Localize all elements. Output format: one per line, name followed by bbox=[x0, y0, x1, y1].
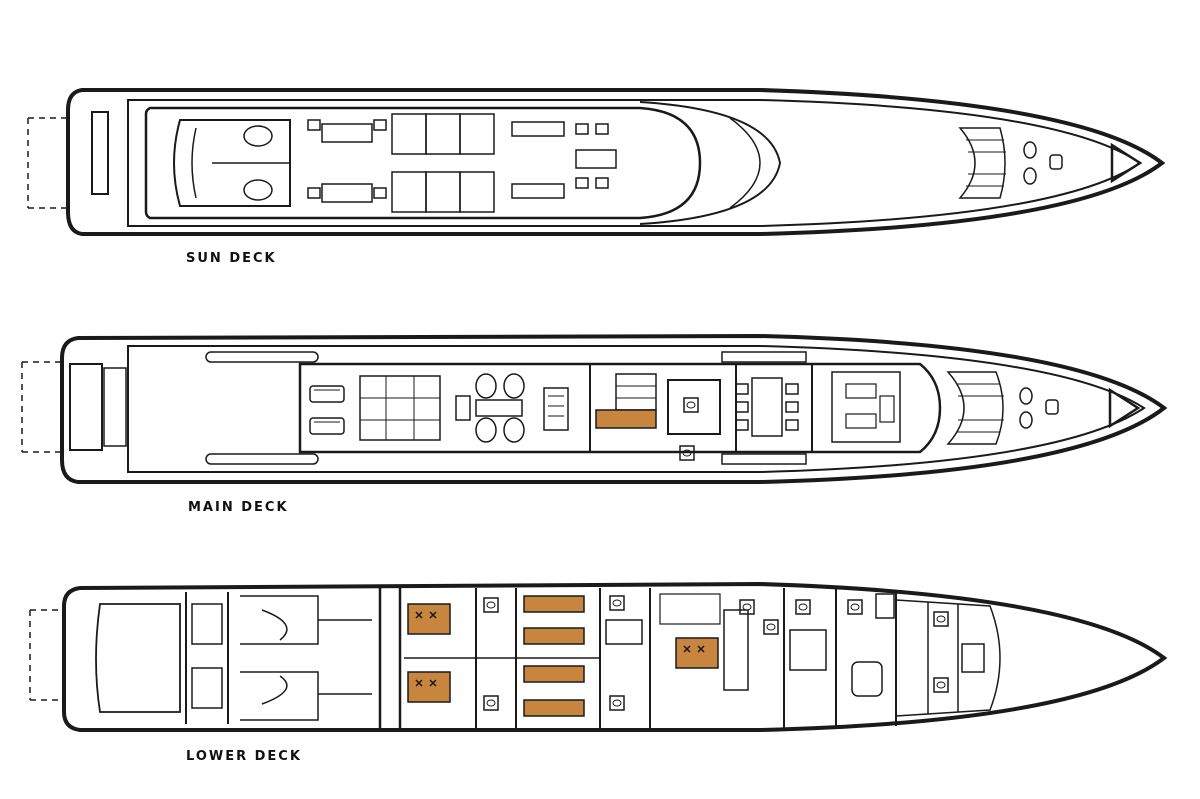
sun-pad-5 bbox=[425, 171, 461, 213]
main-bar bbox=[543, 387, 569, 431]
main-deck-label: MAIN DECK bbox=[188, 500, 289, 515]
sun-swim-platform bbox=[27, 117, 70, 209]
lower-hull-outline bbox=[62, 581, 1168, 732]
lower-garage bbox=[95, 603, 181, 713]
main-hull-outline bbox=[60, 333, 1168, 484]
lower-twin-bunk-4 bbox=[523, 699, 585, 717]
sun-superstructure bbox=[144, 106, 702, 220]
main-dining-table bbox=[751, 377, 783, 437]
sun-jacuzzi bbox=[173, 119, 291, 207]
sun-deck: SUN DECK bbox=[27, 88, 1166, 266]
lower-swim-platform bbox=[29, 609, 64, 701]
main-salon-seating bbox=[359, 375, 441, 441]
sun-transom bbox=[91, 111, 109, 195]
main-cabin-highlight bbox=[595, 409, 657, 429]
sun-table-bottom bbox=[321, 183, 373, 203]
main-swim-platform bbox=[21, 361, 64, 453]
sun-helm-top bbox=[511, 121, 565, 137]
main-bow-deck bbox=[946, 371, 1004, 445]
lower-twin-bunk-2 bbox=[523, 627, 585, 645]
sun-pad-1 bbox=[391, 113, 427, 155]
main-hull-inner bbox=[127, 345, 1146, 473]
sun-helm-bottom bbox=[511, 183, 565, 199]
main-stairs bbox=[615, 373, 657, 411]
lower-deck: LOWER DECK bbox=[29, 581, 1168, 764]
sun-radar-arch bbox=[639, 101, 782, 225]
main-galley bbox=[831, 371, 901, 443]
sun-table-top bbox=[321, 123, 373, 143]
sun-pad-2 bbox=[425, 113, 461, 155]
main-bow-anchor bbox=[1108, 387, 1141, 429]
lower-twin-bunk-3 bbox=[523, 665, 585, 683]
sun-bow-anchor bbox=[1110, 142, 1143, 184]
sun-pad-6 bbox=[459, 171, 495, 213]
main-transom bbox=[69, 363, 103, 451]
sun-bow-deck bbox=[958, 127, 1006, 199]
sun-pad-4 bbox=[391, 171, 427, 213]
lower-twin-bunk-1 bbox=[523, 595, 585, 613]
lower-deck-label: LOWER DECK bbox=[186, 749, 302, 764]
main-superstructure bbox=[298, 362, 942, 454]
sun-pad-3 bbox=[459, 113, 495, 155]
sun-deck-label: SUN DECK bbox=[186, 251, 277, 266]
main-deck: MAIN DECK bbox=[21, 333, 1168, 515]
sun-windscreen bbox=[729, 117, 761, 209]
sun-hull-outline bbox=[66, 88, 1166, 236]
